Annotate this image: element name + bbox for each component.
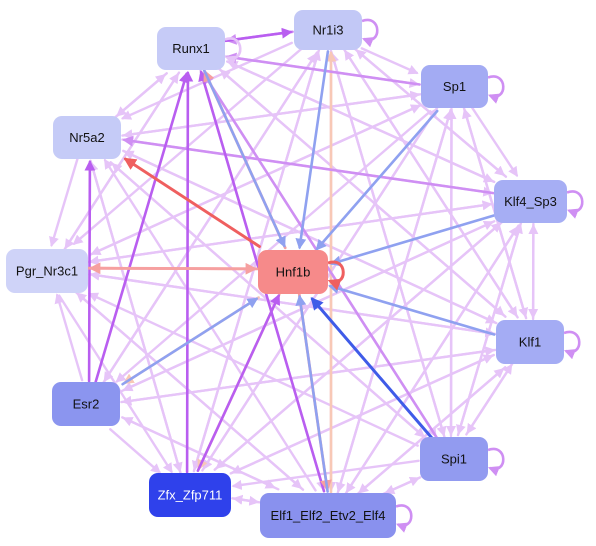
edge-Nr1i3-to-Sp1 <box>360 47 419 75</box>
edge-Zfx_Zfp711-to-Klf4_Sp3 <box>213 222 502 471</box>
edge-Esr2-to-Nr5a2 <box>84 159 96 383</box>
node-Klf1[interactable]: Klf1 <box>496 320 564 364</box>
node-box <box>494 180 567 223</box>
node-Pgr_Nr3c1[interactable]: Pgr_Nr3c1 <box>6 249 88 293</box>
edge-Klf4_Sp3-to-Hnf1b <box>329 214 496 267</box>
edge-Hnf1b-to-Nr5a2 <box>123 157 261 248</box>
edge-Klf1-to-Hnf1b <box>328 283 496 336</box>
edge-Klf4_Sp3-to-Nr5a2 <box>122 135 495 195</box>
edge-Spi1-to-Pgr_Nr3c1 <box>87 292 419 447</box>
edge-Nr5a2-to-Pgr_Nr3c1 <box>49 157 79 248</box>
edge-Pgr_Nr3c1-to-Klf4_Sp3 <box>87 200 493 264</box>
edge-Elf1_Elf2_Etv2_Elf4-to-Klf1 <box>356 367 505 496</box>
edge-Elf1_Elf2_Etv2_Elf4-to-Hnf1b <box>295 294 329 493</box>
node-box <box>157 27 225 70</box>
node-label: Nr5a2 <box>69 130 104 145</box>
self-loop-Spi1 <box>487 447 505 477</box>
self-loop-layer <box>224 18 584 533</box>
edge-Spi1-to-Hnf1b <box>310 297 434 440</box>
edge-Zfx_Zfp711-to-Runx1 <box>182 70 194 474</box>
node-label: Klf1 <box>519 334 541 349</box>
edge-Nr5a2-to-Sp1 <box>121 90 421 137</box>
self-loop-Nr1i3 <box>361 18 379 48</box>
node-Elf1_Elf2_Etv2_Elf4[interactable]: Elf1_Elf2_Etv2_Elf4 <box>260 493 396 538</box>
edge-Klf4_Sp3-to-Runx1 <box>227 61 496 184</box>
self-loop-Elf1_Elf2_Etv2_Elf4 <box>395 504 413 533</box>
node-Spi1[interactable]: Spi1 <box>420 437 488 481</box>
edge-Elf1_Elf2_Etv2_Elf4-to-Nr5a2 <box>103 158 317 492</box>
self-loop-Klf1 <box>563 330 581 360</box>
node-Nr1i3[interactable]: Nr1i3 <box>294 10 362 50</box>
edge-Sp1-to-Hnf1b <box>315 109 439 251</box>
node-box <box>149 473 231 517</box>
edge-Elf1_Elf2_Etv2_Elf4-to-Spi1 <box>380 476 421 496</box>
node-label: Hnf1b <box>276 264 311 279</box>
node-Hnf1b[interactable]: Hnf1b <box>258 250 328 294</box>
node-label: Pgr_Nr3c1 <box>16 263 78 278</box>
node-box <box>496 320 564 364</box>
node-box <box>294 10 362 50</box>
node-label: Zfx_Zfp711 <box>158 487 223 502</box>
edge-Esr2-to-Runx1 <box>94 71 190 384</box>
edge-Elf1_Elf2_Etv2_Elf4-to-Pgr_Nr3c1 <box>76 292 305 491</box>
node-label: Klf4_Sp3 <box>504 194 557 209</box>
node-label: Runx1 <box>172 41 210 56</box>
edge-Klf1-to-Pgr_Nr3c1 <box>89 270 497 336</box>
edge-Elf1_Elf2_Etv2_Elf4-to-Zfx_Zfp711 <box>232 494 261 505</box>
self-loop-Hnf1b <box>327 260 345 291</box>
node-Zfx_Zfp711[interactable]: Zfx_Zfp711 <box>149 473 231 517</box>
edge-Elf1_Elf2_Etv2_Elf4-to-Klf4_Sp3 <box>344 225 519 495</box>
edge-Runx1-to-Hnf1b <box>202 68 286 248</box>
edge-layer <box>49 27 539 506</box>
node-box <box>53 116 121 159</box>
node-Esr2[interactable]: Esr2 <box>52 382 120 426</box>
node-box <box>6 249 88 293</box>
edge-Spi1-to-Sp1 <box>446 108 457 438</box>
edge-Hnf1b-to-Pgr_Nr3c1 <box>88 262 259 275</box>
node-Nr5a2[interactable]: Nr5a2 <box>53 116 121 159</box>
edge-Pgr_Nr3c1-to-Runx1 <box>63 72 179 251</box>
edge-Spi1-to-Klf1 <box>465 363 513 436</box>
node-label: Esr2 <box>73 396 100 411</box>
edge-Nr5a2-to-Runx1 <box>113 73 166 119</box>
edge-Elf1_Elf2_Etv2_Elf4-to-Sp1 <box>336 109 453 494</box>
node-label: Spi1 <box>441 451 467 466</box>
node-box <box>258 250 328 294</box>
node-Runx1[interactable]: Runx1 <box>157 27 225 70</box>
self-loop-Runx1 <box>224 37 242 66</box>
edge-Elf1_Elf2_Etv2_Elf4-to-Esr2 <box>122 417 280 491</box>
edge-Zfx_Zfp711-to-Hnf1b <box>196 293 281 473</box>
edge-Klf1-to-Runx1 <box>219 69 507 318</box>
edge-Esr2-to-Zfx_Zfp711 <box>109 428 162 474</box>
edge-Esr2-to-Pgr_Nr3c1 <box>54 293 84 382</box>
node-box <box>421 65 488 108</box>
self-loop-Klf4_Sp3 <box>566 190 584 219</box>
node-Sp1[interactable]: Sp1 <box>421 65 488 108</box>
self-loop-Sp1 <box>487 75 505 104</box>
node-box <box>52 382 120 426</box>
edge-Zfx_Zfp711-to-Nr5a2 <box>88 160 182 474</box>
node-Klf4_Sp3[interactable]: Klf4_Sp3 <box>494 180 567 223</box>
edge-Sp1-to-Esr2 <box>115 110 432 383</box>
node-label: Sp1 <box>443 79 466 94</box>
edge-Sp1-to-Runx1 <box>225 52 421 86</box>
edge-Esr2-to-Hnf1b <box>121 297 259 386</box>
node-box <box>260 493 396 538</box>
node-label: Nr1i3 <box>312 22 343 37</box>
edge-Spi1-to-Nr1i3 <box>329 51 446 438</box>
node-label: Elf1_Elf2_Etv2_Elf4 <box>271 508 386 523</box>
edge-Nr1i3-to-Hnf1b <box>295 50 330 250</box>
edge-Sp1-to-Klf4_Sp3 <box>470 106 518 177</box>
node-box <box>420 437 488 481</box>
